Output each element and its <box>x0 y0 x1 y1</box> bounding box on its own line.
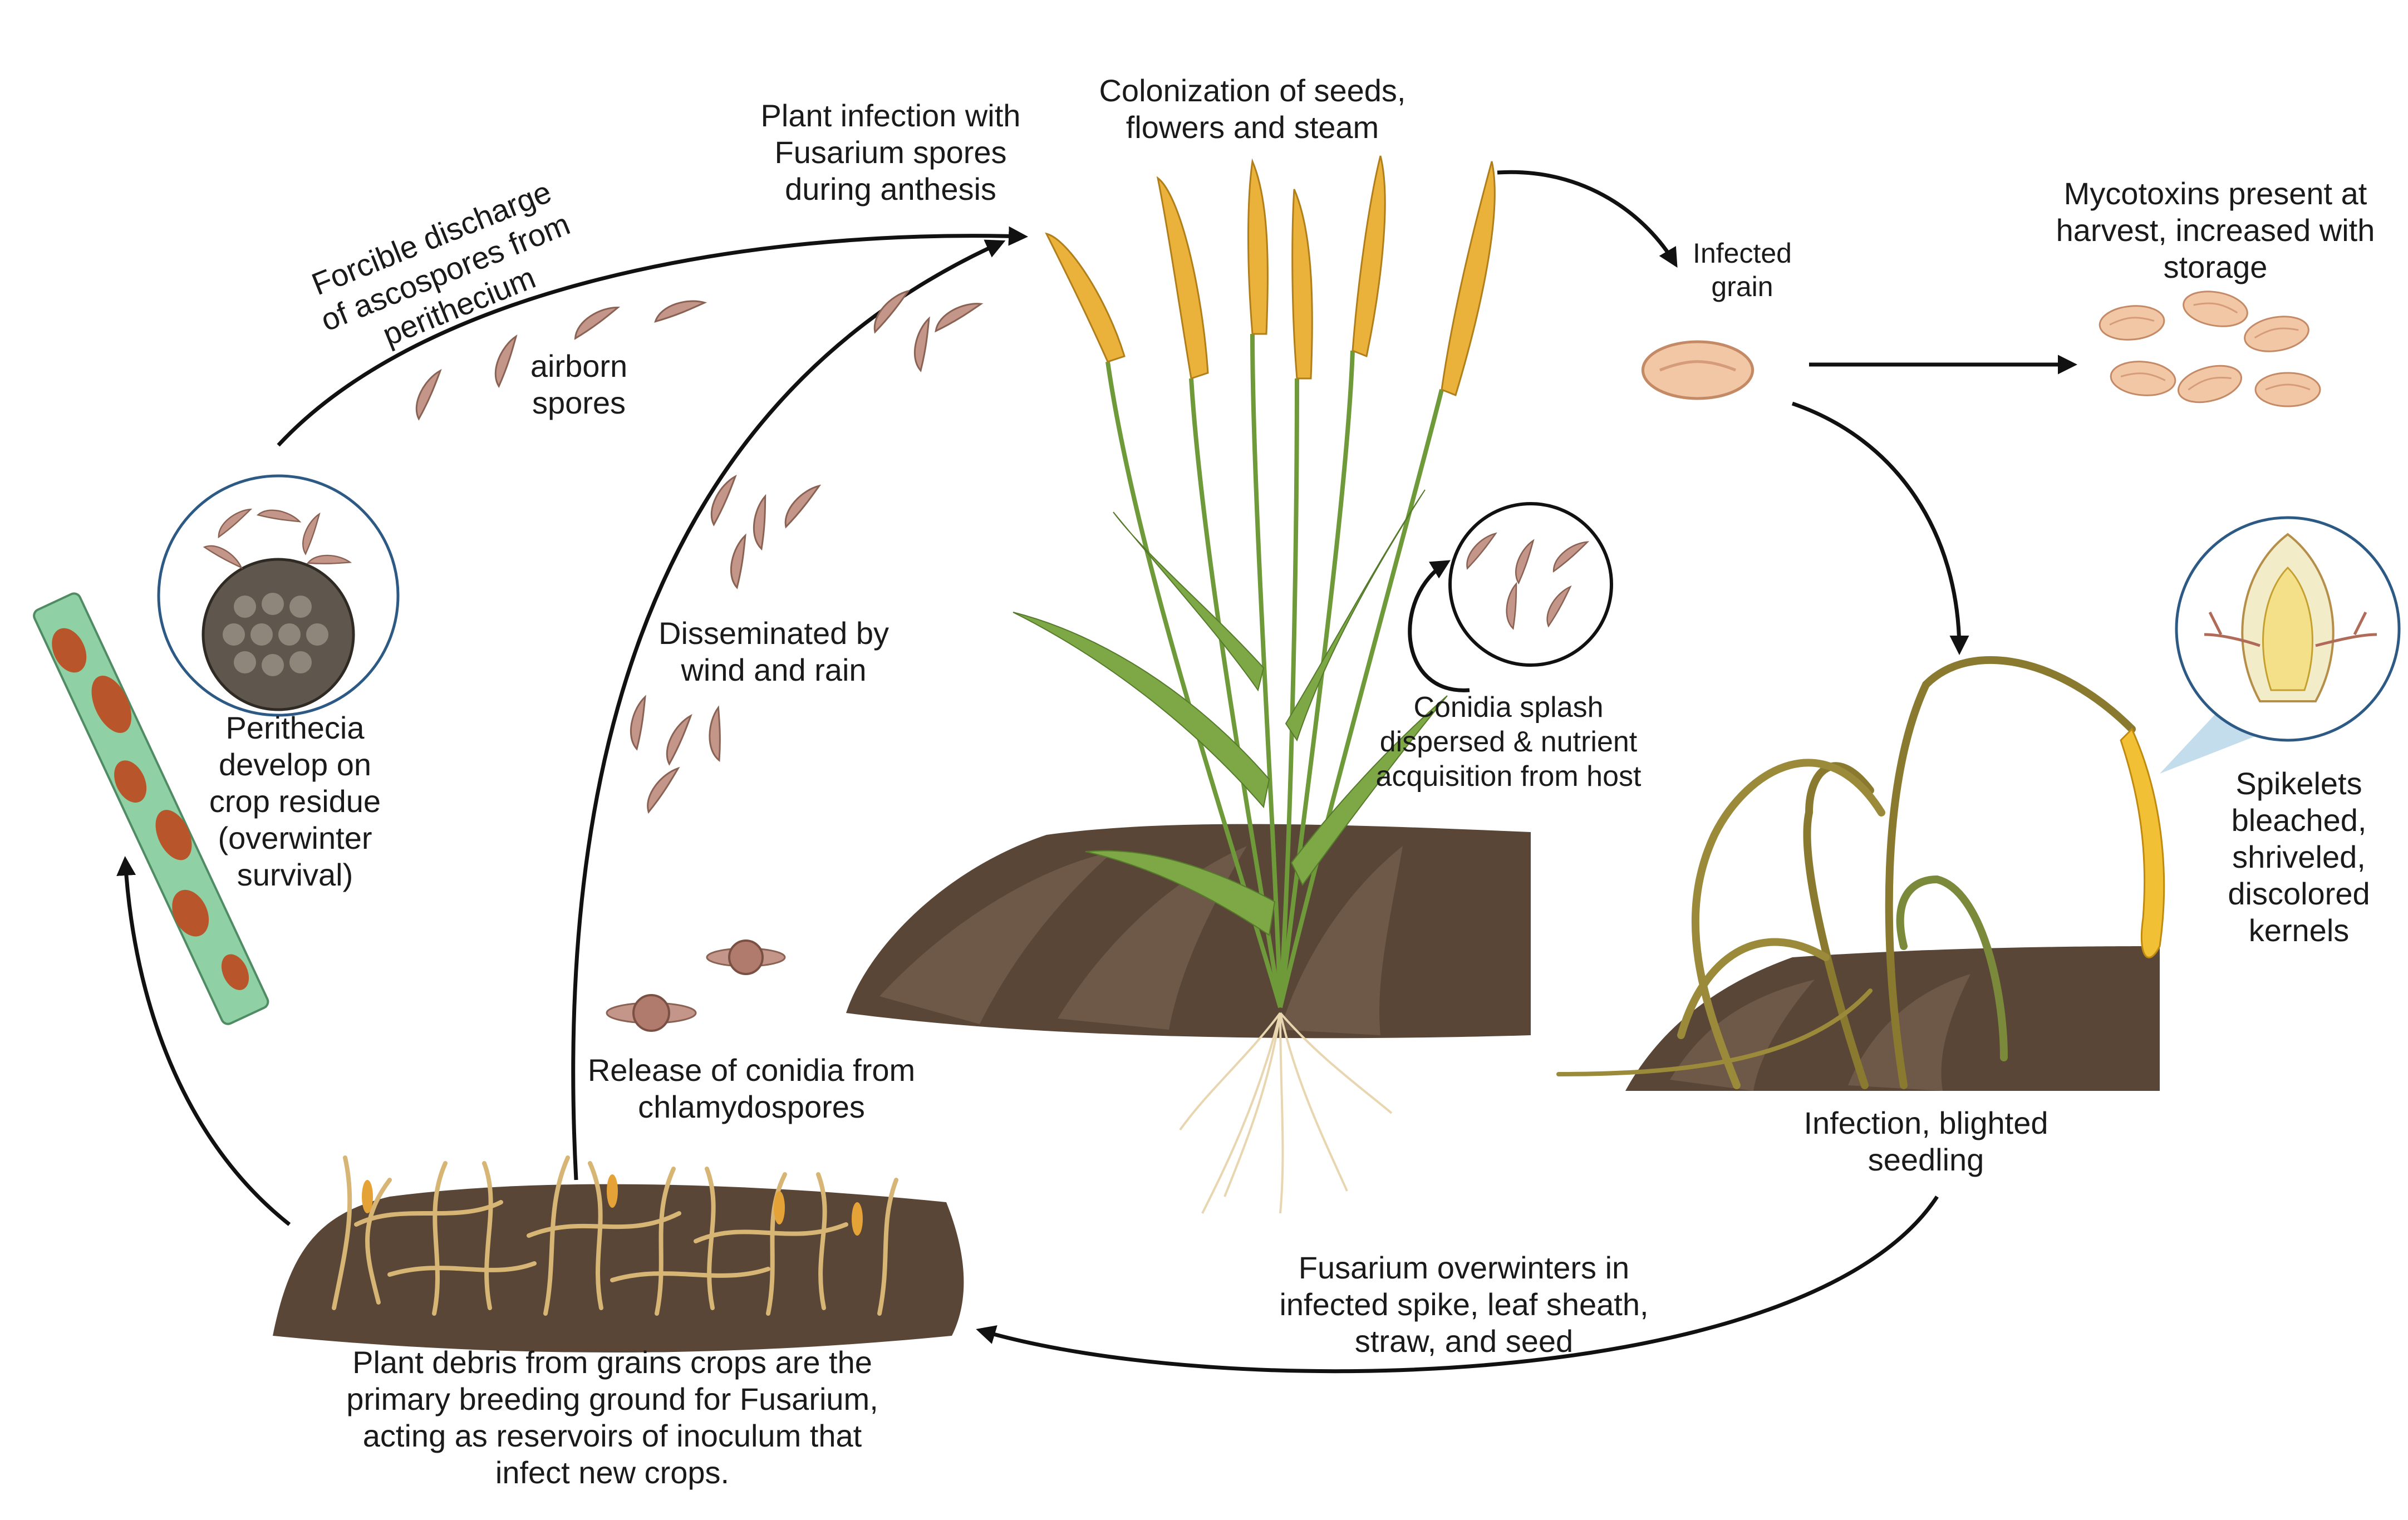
label-overwinters: Fusarium overwinters in infected spike, … <box>1279 1250 1649 1359</box>
blighted-seedling <box>1556 656 2136 1089</box>
label-airborn-spores: airborn spores <box>530 348 628 420</box>
plant-debris-field <box>273 1155 964 1352</box>
label-plant-debris: Plant debris from grains crops are the p… <box>346 1345 878 1490</box>
label-perithecia: Perithecia develop on crop residue (over… <box>209 710 381 892</box>
infected-grain <box>1643 342 1752 399</box>
arrow-debris-to-plant <box>571 239 1006 1180</box>
label-spikelets: Spikelets bleached, shriveled, discolore… <box>2228 766 2370 948</box>
arrow-ascospores-to-plant <box>277 226 1028 447</box>
arrow-grain-to-seedling <box>1791 401 1969 655</box>
perithecium-callout <box>157 474 400 717</box>
arrows <box>116 170 2077 1374</box>
label-disseminated: Disseminated by wind and rain <box>658 616 889 687</box>
label-colonization: Colonization of seeds, flowers and steam <box>1099 73 1406 145</box>
arrow-plant-to-grain <box>1497 170 1678 268</box>
leaves <box>1013 489 1448 936</box>
spikelet-callout <box>2160 516 2401 774</box>
bleached-spike <box>2120 727 2165 958</box>
harvested-grains <box>2097 286 2321 410</box>
arrow-conidia-splash-loop <box>1408 560 1470 692</box>
conidia-splash-callout <box>1448 502 1613 667</box>
label-infected-grain: Infected grain <box>1693 238 1792 302</box>
wheat-plant <box>1013 155 1496 1214</box>
label-plant-infection: Plant infection with Fusarium spores dur… <box>760 98 1021 206</box>
roots <box>1179 1012 1393 1214</box>
arrow-seedling-to-debris <box>976 1196 1939 1374</box>
central-soil <box>846 824 1531 1039</box>
wheat-heads <box>1045 155 1496 397</box>
label-blighted-seedling: Infection, blighted seedling <box>1803 1105 2048 1177</box>
chlamydospores <box>606 939 786 1032</box>
label-mycotoxins: Mycotoxins present at harvest, increased… <box>2056 176 2375 284</box>
arrow-debris-to-residue <box>116 856 291 1226</box>
label-release-conidia: Release of conidia from chlamydospores <box>587 1052 916 1124</box>
label-conidia-splash: Conidia splash dispersed & nutrient acqu… <box>1375 691 1642 793</box>
